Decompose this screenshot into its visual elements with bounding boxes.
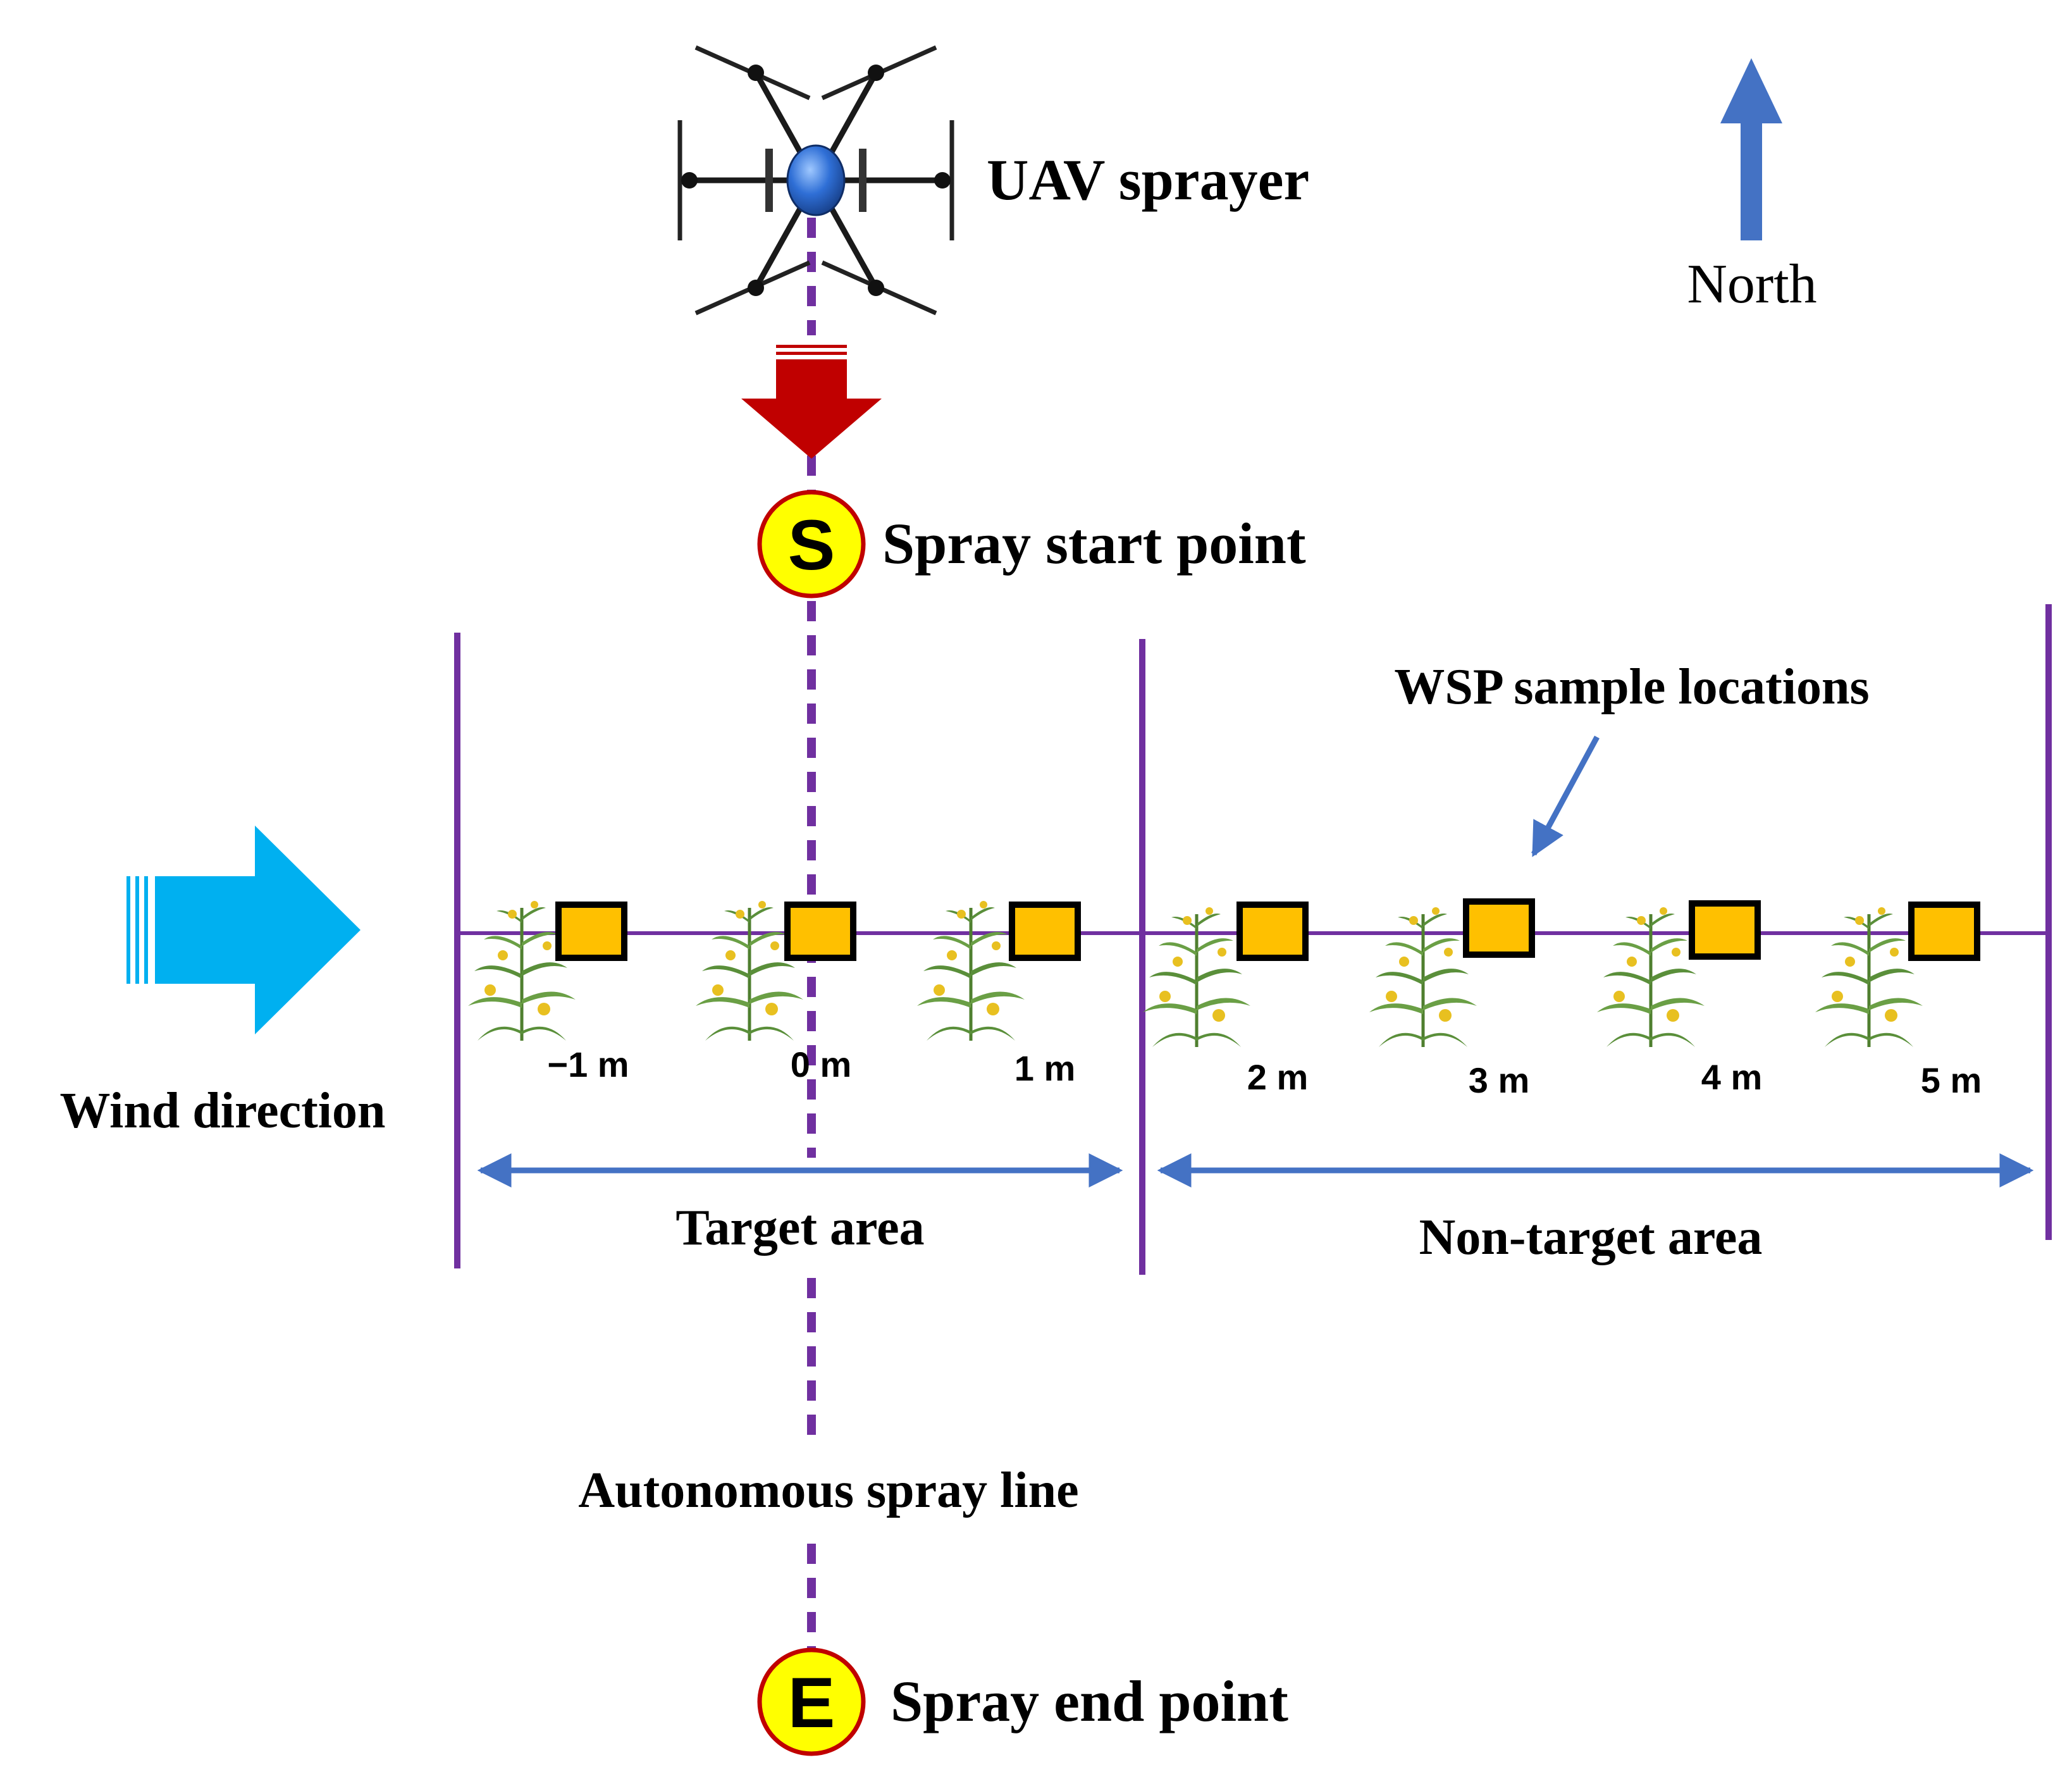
distance-label: 1 m xyxy=(1014,1048,1076,1088)
spray-end-point-label: Spray end point xyxy=(891,1669,1288,1733)
non-target-area-label: Non-target area xyxy=(1419,1210,1763,1265)
north-arrow-icon xyxy=(1720,58,1782,240)
wsp-sample-square xyxy=(784,902,856,961)
spray-end-marker: E xyxy=(757,1647,866,1756)
spray-direction-red-arrow xyxy=(741,345,882,459)
distance-label: 0 m xyxy=(791,1044,852,1084)
start-marker-letter: S xyxy=(788,505,836,585)
wsp-sample-square xyxy=(1009,902,1081,961)
wsp-sample-square xyxy=(1463,898,1535,958)
distance-label: 3 m xyxy=(1469,1060,1530,1100)
plant-icon xyxy=(1597,907,1705,1047)
wsp-sample-square xyxy=(555,902,627,961)
hexacopter-drone-icon xyxy=(677,45,954,316)
spray-start-marker: S xyxy=(757,490,866,598)
wsp-sample-square xyxy=(1908,902,1980,961)
uav-sprayer-label: UAV sprayer xyxy=(987,147,1309,212)
wind-direction-arrow-icon xyxy=(126,826,361,1034)
distance-label: 4 m xyxy=(1701,1057,1763,1097)
wsp-sample-square xyxy=(1236,902,1309,961)
distance-label: 5 m xyxy=(1921,1060,1982,1100)
distance-label: −1 m xyxy=(547,1044,629,1084)
wsp-sample-locations-label: WSP sample locations xyxy=(1394,659,1869,715)
distance-labels: −1 m 0 m 1 m 2 m 3 m 4 m 5 m xyxy=(547,1044,1982,1100)
area-boundaries xyxy=(454,604,2052,1275)
end-marker-letter: E xyxy=(788,1663,836,1742)
spray-start-point-label: Spray start point xyxy=(882,511,1306,576)
plant-icon xyxy=(917,901,1025,1041)
wsp-sample-square xyxy=(1689,900,1761,960)
target-area-label: Target area xyxy=(675,1200,924,1256)
plant-icon xyxy=(1143,907,1250,1047)
wsp-sample-squares xyxy=(555,898,1980,961)
wsp-callout-arrow xyxy=(1531,735,1600,857)
plant-icon xyxy=(1815,907,1923,1047)
north-label: North xyxy=(1687,254,1816,315)
plant-icon xyxy=(1369,907,1477,1047)
distance-label: 2 m xyxy=(1247,1057,1309,1097)
autonomous-spray-line-label: Autonomous spray line xyxy=(578,1463,1078,1518)
wind-direction-label: Wind direction xyxy=(60,1083,386,1139)
